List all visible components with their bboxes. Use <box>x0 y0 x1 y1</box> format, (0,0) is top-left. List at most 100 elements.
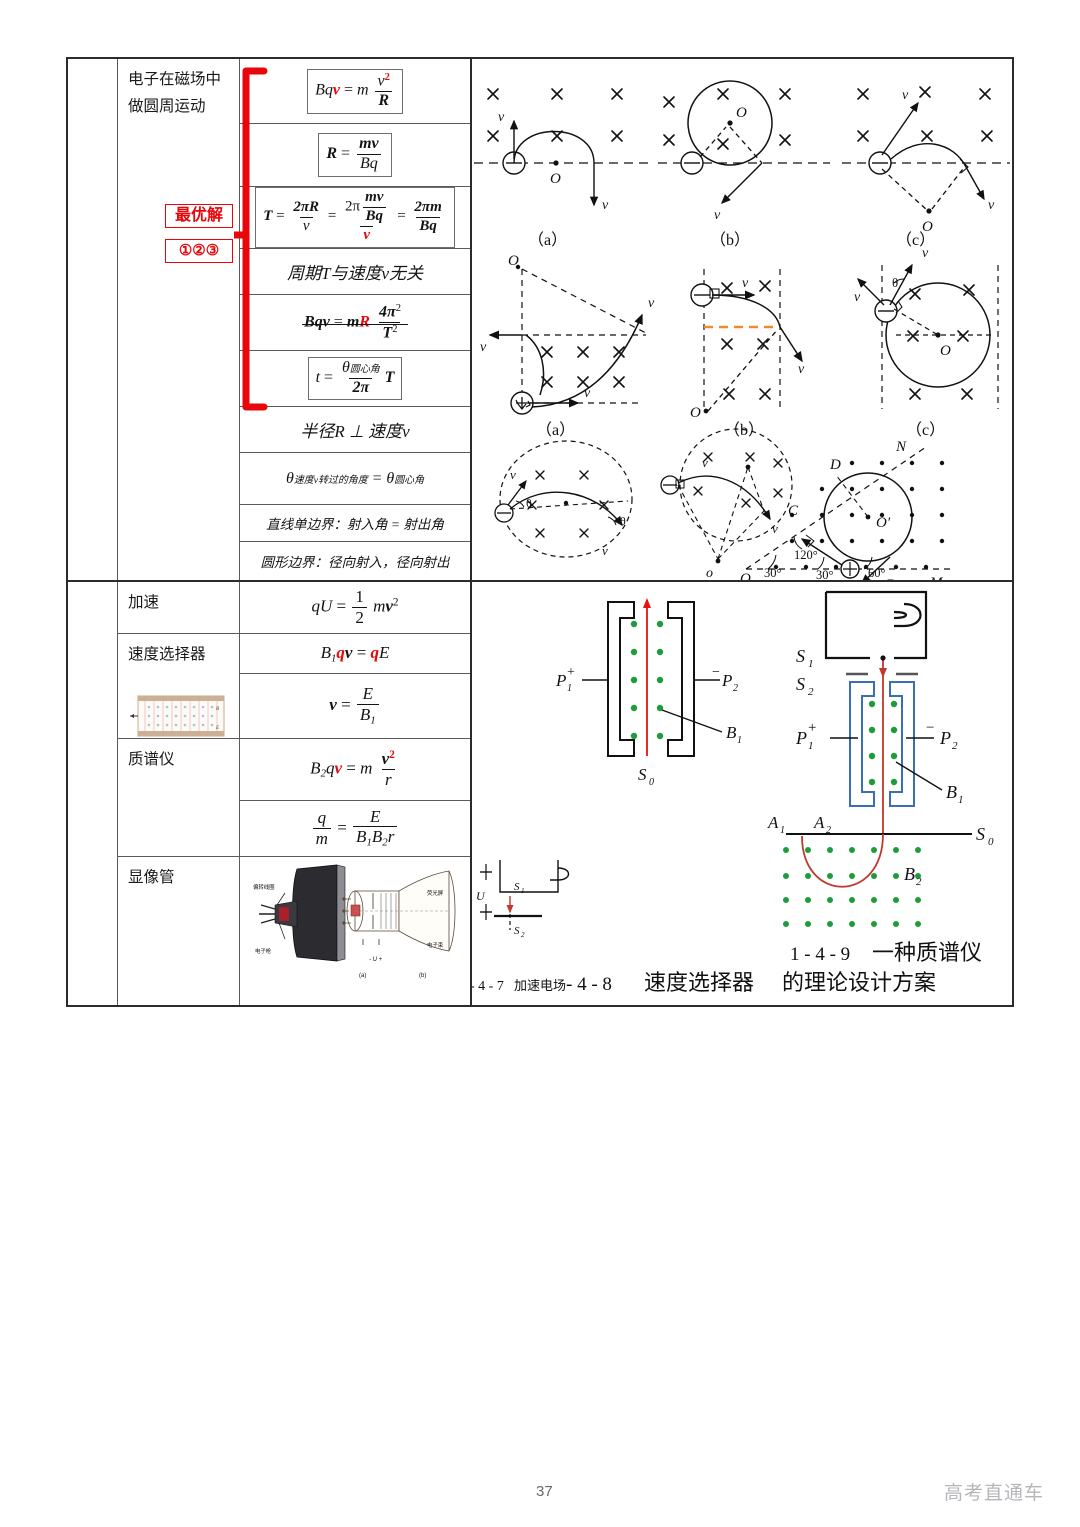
formula-radius-perp-v: 半径R ⊥ 速度v <box>240 407 470 454</box>
topic-label-cell-1: 电子在磁场中 做圆周运动 最优解 ①②③ <box>118 59 240 580</box>
svg-text:P: P <box>939 728 951 748</box>
crt-illustration-cell: 偏转线圈 电子枪 <box>240 857 470 1005</box>
svg-text:v: v <box>902 88 909 103</box>
physics-summary-table: 电子在磁场中 做圆周运动 最优解 ①②③ Bqv = m v2 R <box>66 57 1014 1007</box>
svg-text:B: B <box>904 864 915 884</box>
label-velocity-selector-text: 速度选择器 <box>128 646 206 663</box>
svg-text:电子枪: 电子枪 <box>255 947 272 955</box>
svg-text:1: 1 <box>521 887 525 895</box>
svg-text:B: B <box>886 577 895 580</box>
formula-radius: R = mv Bq <box>240 124 470 187</box>
formula-velocity-selector-v: v = E B1 <box>240 674 470 739</box>
svg-text:2: 2 <box>733 683 738 694</box>
label-mass-spectrometer: 质谱仪 <box>118 739 239 857</box>
svg-text:P: P <box>795 728 807 748</box>
svg-text:2: 2 <box>952 740 958 752</box>
badge-optimal-solution: 最优解 <box>165 204 233 228</box>
table-section-circular-motion: 电子在磁场中 做圆周运动 最优解 ①②③ Bqv = m v2 R <box>68 59 1012 582</box>
svg-text:v: v <box>510 467 516 482</box>
svg-text:O: O <box>740 571 751 580</box>
svg-text:(a): (a) <box>359 973 366 979</box>
table-section-devices: 加速 速度选择器 <box>68 582 1012 1005</box>
section-marker-column-1 <box>68 59 118 580</box>
svg-text:S: S <box>514 925 520 937</box>
svg-text:v: v <box>498 110 505 125</box>
svg-text:v: v <box>714 208 721 223</box>
svg-text:1: 1 <box>780 825 785 836</box>
svg-text:0: 0 <box>988 836 994 848</box>
svg-text:O: O <box>940 343 951 359</box>
svg-text:+: + <box>808 720 816 736</box>
svg-text:S: S <box>796 674 805 694</box>
fig-3-circular-boundary-1: v θ θ v <box>494 440 633 558</box>
svg-text:v: v <box>602 198 609 213</box>
svg-text:0: 0 <box>649 777 654 788</box>
svg-text:v: v <box>854 290 861 305</box>
period-note-text: 周期T与速度v无关 <box>287 264 423 284</box>
svg-text:- 4 - 7: - 4 - 7 <box>472 979 504 994</box>
svg-text:O: O <box>550 171 561 187</box>
svg-text:2: 2 <box>916 876 922 888</box>
svg-text:2: 2 <box>521 931 525 939</box>
figure-captions: 1 - 4 - 9 一种质谱仪 - 4 - 7 加速电场 - 4 - 8 速度选… <box>472 940 982 995</box>
svg-text:2: 2 <box>826 825 831 836</box>
svg-text:E: E <box>215 726 219 731</box>
svg-text:B: B <box>946 782 957 802</box>
svg-text:A: A <box>767 813 779 832</box>
svg-text:（a）: （a） <box>536 421 575 439</box>
svg-text:S: S <box>976 824 985 844</box>
svg-text:(b): (b) <box>419 973 426 979</box>
velocity-selector-thumbnail: B E <box>130 695 225 737</box>
svg-text:v: v <box>648 296 655 311</box>
magnetic-field-diagrams: O v v （a） <box>474 80 1010 580</box>
svg-text:一种质谱仪: 一种质谱仪 <box>872 940 982 965</box>
fig-1a: O v v （a） <box>474 88 648 249</box>
fig-3-geometry: N D C O′ A B M O 30° 120° 30° <box>740 439 954 580</box>
fig-2a: O <box>480 253 655 439</box>
svg-text:1: 1 <box>808 658 814 670</box>
badge-step-numbers: ①②③ <box>165 239 233 263</box>
svg-text:（a）: （a） <box>528 231 567 249</box>
svg-text:速度选择器: 速度选择器 <box>644 970 754 995</box>
label-accelerate-text: 加速 <box>128 594 160 611</box>
svg-text:U: U <box>476 889 486 903</box>
svg-text:30°: 30° <box>764 566 782 580</box>
svg-text:60°: 60° <box>868 566 886 580</box>
svg-text:S: S <box>638 765 647 784</box>
svg-text:v: v <box>798 362 805 377</box>
svg-text:M: M <box>929 575 944 580</box>
svg-text:P: P <box>555 671 566 690</box>
formula-lorentz-centripetal: Bqv = m v2 R <box>240 59 470 125</box>
straight-boundary-text: 直线单边界：射入角 = 射出角 <box>266 516 444 532</box>
svg-text:o: o <box>706 566 713 580</box>
fig-mass-spectrometer: S1 S2 P1 + P2 − B1 A1 A2 S0 B2 <box>767 590 994 927</box>
fig-3-circular-boundary-2: o v v <box>660 428 793 580</box>
svg-text:S: S <box>796 646 805 666</box>
label-mass-spectrometer-text: 质谱仪 <box>128 751 175 768</box>
formula-time-arc: t = θ圆心角 2π T <box>240 351 470 407</box>
page-number: 37 <box>536 1483 553 1500</box>
formula-mass-spec-radius: B2qv = m v2 r <box>240 739 470 801</box>
svg-text:1: 1 <box>808 740 814 752</box>
section-marker-column-2 <box>68 582 118 1005</box>
svg-text:（c）: （c） <box>896 231 935 249</box>
svg-text:v: v <box>742 276 749 291</box>
svg-text:A: A <box>813 813 825 832</box>
formula-period-note: 周期T与速度v无关 <box>240 249 470 296</box>
svg-text:−: − <box>712 665 720 680</box>
svg-text:θ: θ <box>526 496 532 510</box>
label-velocity-selector: 速度选择器 <box>118 634 239 739</box>
crt-tube-illustration: 偏转线圈 电子枪 <box>253 864 456 979</box>
radius-perp-text: 半径R ⊥ 速度v <box>300 422 410 442</box>
svg-text:荧光屏: 荧光屏 <box>427 889 444 897</box>
label-crt: 显像管 <box>118 857 239 1005</box>
svg-text:v: v <box>922 246 929 261</box>
svg-text:的理论设计方案: 的理论设计方案 <box>782 970 936 995</box>
svg-text:+: + <box>567 665 575 680</box>
svg-text:O: O <box>690 405 701 421</box>
svg-text:1: 1 <box>567 683 572 694</box>
